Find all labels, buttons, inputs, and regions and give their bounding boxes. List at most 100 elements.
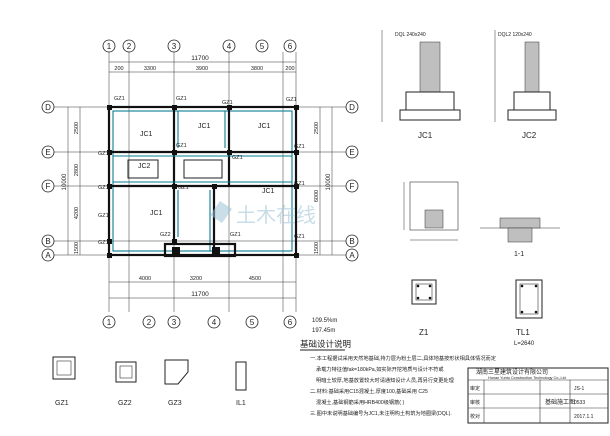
svg-text:6: 6 bbox=[288, 318, 293, 327]
svg-text:GZ1: GZ1 bbox=[98, 151, 109, 157]
svg-text:F: F bbox=[46, 182, 51, 191]
svg-text:2500: 2500 bbox=[74, 122, 80, 134]
svg-text:4500: 4500 bbox=[249, 276, 261, 282]
axis-top-3: 3 bbox=[172, 42, 177, 51]
jc1-label: JC1 bbox=[418, 131, 433, 140]
jc2-label: JC2 bbox=[522, 131, 537, 140]
svg-text:1500: 1500 bbox=[314, 242, 320, 254]
drawing-name: 基础施工图 bbox=[545, 398, 575, 406]
svg-text:GZ1: GZ1 bbox=[294, 181, 305, 187]
svg-text:GZ1: GZ1 bbox=[176, 143, 187, 149]
axis-bubbles-top: 1 2 3 4 5 6 bbox=[102, 39, 297, 53]
footing-jc1-c: JC1 bbox=[258, 123, 271, 130]
svg-text:明暗土较厚,地基放置较大时请通知设计人员,再另行变更处理: 明暗土较厚,地基放置较大时请通知设计人员,再另行变更处理 bbox=[316, 376, 455, 384]
footing-jc1-a: JC1 bbox=[140, 131, 153, 138]
jc1-section: DQL 240x240 JC1 bbox=[381, 30, 461, 140]
footing-labels: JC1 JC1 JC1 JC2 JC1 JC1 bbox=[138, 123, 275, 217]
svg-text:B: B bbox=[349, 237, 354, 246]
svg-text:A: A bbox=[349, 251, 355, 260]
dim-left-total: 10000 bbox=[62, 173, 68, 190]
foundation-plan bbox=[107, 105, 298, 258]
svg-text:GZ1: GZ1 bbox=[114, 96, 125, 102]
axis-bubbles-left: D E F B A bbox=[41, 100, 55, 262]
svg-text:2017.1.1: 2017.1.1 bbox=[574, 414, 594, 420]
z1-label: Z1 bbox=[419, 328, 429, 337]
svg-text:B: B bbox=[45, 237, 50, 246]
gz3-label: GZ3 bbox=[168, 400, 182, 407]
svg-text:一.本工程据试采用天然地基础,持力层为粉土层二,具体地基按形: 一.本工程据试采用天然地基础,持力层为粉土层二,具体地基按形状相具体情况而定 bbox=[310, 354, 496, 362]
svg-text:5: 5 bbox=[250, 318, 255, 327]
svg-text:GZ1: GZ1 bbox=[294, 234, 305, 240]
notes-title: 基础设计说明 bbox=[300, 339, 351, 349]
axis-top-1: 1 bbox=[107, 42, 112, 51]
company-name: 湖南三星建筑设计有限公司 bbox=[476, 368, 548, 376]
jc2-section: DQL2 120x240 JC2 bbox=[494, 30, 557, 140]
svg-text:GZ1: GZ1 bbox=[98, 213, 109, 219]
svg-text:4: 4 bbox=[212, 318, 217, 327]
svg-text:3200: 3200 bbox=[190, 276, 202, 282]
svg-text:3900: 3900 bbox=[196, 66, 208, 72]
axis-top-4: 4 bbox=[227, 42, 232, 51]
svg-text:GZ1: GZ1 bbox=[294, 144, 305, 150]
footing-jc2: JC2 bbox=[138, 163, 151, 170]
elevation-1: 109.5%m bbox=[312, 318, 337, 324]
svg-text:GZ1: GZ1 bbox=[98, 185, 109, 191]
axis-bubbles-right: D E F B A bbox=[345, 100, 359, 262]
svg-text:JS-1: JS-1 bbox=[574, 386, 585, 392]
axis-top-2: 2 bbox=[127, 42, 132, 51]
svg-text:承载力特征值fak=180kPa,如实际开挖地质与设计不符或: 承载力特征值fak=180kPa,如实际开挖地质与设计不符或 bbox=[316, 365, 444, 373]
tl1-length: L=2640 bbox=[514, 341, 535, 347]
svg-text:3800: 3800 bbox=[251, 66, 263, 72]
svg-text:DQL 240x240: DQL 240x240 bbox=[395, 32, 426, 38]
svg-text:三.图中未说明基础编号为JC1,未注明构土构筑为地圈梁(DQ: 三.图中未说明基础编号为JC1,未注明构土构筑为地圈梁(DQL). bbox=[310, 409, 452, 417]
axis-top-5: 5 bbox=[260, 42, 265, 51]
dimension-chains: 11700 200 3300 3900 3800 200 4000 3200 4… bbox=[62, 55, 333, 299]
gz-details: GZ1 GZ2 GZ3 IL1 bbox=[52, 356, 247, 407]
svg-text:审定: 审定 bbox=[470, 385, 480, 392]
gz1-label: GZ1 bbox=[55, 400, 69, 407]
axis-bubbles-bottom: 1 2 3 4 5 6 bbox=[102, 315, 297, 329]
watermark: 土木在线 bbox=[210, 201, 316, 227]
svg-text:4200: 4200 bbox=[74, 207, 80, 219]
axis-top-6: 6 bbox=[288, 42, 293, 51]
svg-text:1: 1 bbox=[107, 318, 112, 327]
design-notes: 109.5%m 197.45m 基础设计说明 一.本工程据试采用天然地基础,持力… bbox=[300, 318, 496, 417]
corner-detail bbox=[403, 181, 459, 241]
svg-text:混凝土,基础钢筋采用HRB400级钢筋( ): 混凝土,基础钢筋采用HRB400级钢筋( ) bbox=[316, 398, 404, 406]
tl1-detail: TL1 L=2640 bbox=[514, 279, 543, 347]
svg-text:3300: 3300 bbox=[144, 66, 156, 72]
svg-text:4000: 4000 bbox=[139, 276, 151, 282]
column-marks bbox=[107, 105, 299, 258]
svg-text:GZ1: GZ1 bbox=[222, 100, 233, 106]
dim-top-total: 11700 bbox=[191, 55, 209, 62]
svg-text:GZ1: GZ1 bbox=[232, 155, 243, 161]
svg-text:GZ1: GZ1 bbox=[286, 97, 297, 103]
z1-detail: Z1 bbox=[411, 279, 437, 337]
elevation-2: 197.45m bbox=[312, 328, 335, 334]
footing-jc1-e: JC1 bbox=[150, 210, 163, 217]
title-block: 湖南三星建筑设计有限公司 Hunan Yuntu Construction Te… bbox=[467, 367, 609, 424]
section-1-1-label: 1-1 bbox=[514, 251, 524, 258]
svg-text:200: 200 bbox=[285, 66, 294, 72]
svg-text:2: 2 bbox=[147, 318, 152, 327]
svg-text:DQL2 120x240: DQL2 120x240 bbox=[498, 32, 532, 38]
section-1-1: 1-1 bbox=[480, 217, 560, 258]
dim-bottom-total: 11700 bbox=[191, 291, 209, 298]
svg-text:校对: 校对 bbox=[470, 413, 480, 420]
tl1-label: TL1 bbox=[516, 328, 530, 337]
company-name-en: Hunan Yuntu Construction Technology Co.,… bbox=[488, 376, 566, 380]
svg-text:D: D bbox=[45, 103, 51, 112]
watermark-text: 土木在线 bbox=[236, 204, 316, 227]
svg-text:1500: 1500 bbox=[74, 242, 80, 254]
svg-text:A: A bbox=[45, 251, 51, 260]
svg-text:F: F bbox=[350, 182, 355, 191]
svg-text:GZ1: GZ1 bbox=[230, 232, 241, 238]
svg-text:D: D bbox=[349, 103, 355, 112]
svg-text:200: 200 bbox=[114, 66, 123, 72]
svg-text:6000: 6000 bbox=[314, 190, 320, 202]
svg-text:E: E bbox=[349, 148, 354, 157]
column-labels: GZ1 GZ1 GZ1 GZ1 GZ1 GZ1 GZ1 GZ1 GZ1 GZ1 … bbox=[98, 96, 305, 246]
svg-text:E: E bbox=[45, 148, 50, 157]
